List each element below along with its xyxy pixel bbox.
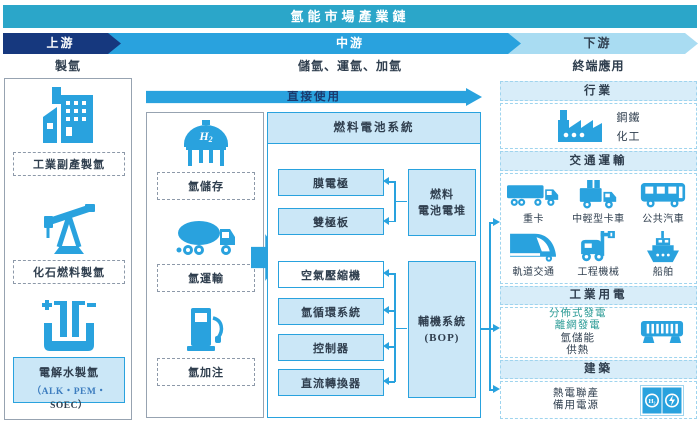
distributed-generation-label: 分佈式發電 (549, 307, 607, 319)
transport-item: 工程機械 (566, 230, 631, 284)
stub-line (489, 328, 494, 330)
fuel-dispenser-icon (147, 305, 265, 355)
arrow-to-dc-converter (383, 377, 389, 385)
hydrogen-storage-label: 氫儲存 (157, 172, 255, 200)
bop-box: 輔機系統 (BOP) (408, 261, 476, 398)
fuel-cell-system-panel: 燃料電池系統 膜電極 雙極板 燃料 電池電堆 空氣壓縮機 氫循環系統 控制器 直… (267, 112, 481, 418)
electrolyzer-icon (5, 293, 133, 357)
arrow-to-membrane (383, 177, 389, 185)
air-compressor-box: 空氣壓縮機 (278, 261, 384, 288)
bop-feed-line (395, 327, 407, 329)
chp-label: 熱電聯產 (553, 387, 599, 399)
ship-icon (645, 230, 681, 263)
generator-icon (640, 319, 684, 346)
upstream-band (3, 33, 121, 54)
dc-converter-box: 直流轉換器 (278, 369, 384, 396)
hydrogen-energy-storage-label: 氫儲能 (560, 332, 595, 344)
stub-line (389, 310, 395, 312)
electrolysis-title: 電解水製氫 (39, 367, 99, 379)
bop-connector-line (394, 273, 396, 382)
downstream-band (495, 33, 698, 54)
transport-item: 中輕型卡車 (566, 180, 631, 231)
production-panel: 工業副產製氫 化石燃料製氫 電解水製氫 (4, 78, 132, 420)
building-section: 熱電聯產 備用電源 H₂ (500, 381, 697, 419)
upstream-header: 製氫 (54, 59, 81, 73)
stub-line (389, 181, 395, 183)
page-title: 氫能市場產業鏈 (3, 5, 697, 28)
fuel-cell-system-title: 燃料電池系統 (268, 113, 480, 144)
power-units-icon: H₂ (640, 384, 684, 416)
box-truck-icon (578, 180, 618, 210)
arrow-to-industry-power-section (493, 324, 500, 332)
transport-section: 重卡 中輕型卡車 (500, 173, 697, 284)
oil-pump-icon (5, 197, 133, 257)
transport-item: 公共汽車 (631, 180, 696, 231)
downstream-header: 終端應用 (572, 59, 625, 73)
byproduct-hydrogen-label: 工業副產製氫 (13, 152, 125, 176)
forklift-icon (579, 230, 617, 263)
arrow-to-controller (383, 342, 389, 350)
stub-line (389, 220, 395, 222)
midstream-header: 儲氫、運氫、加氫 (297, 59, 402, 73)
industry-factory-icon (557, 110, 603, 142)
controller-box: 控制器 (278, 334, 384, 361)
transport-item: 軌道交通 (501, 231, 566, 284)
arrow-to-compressor (383, 269, 389, 277)
electrolysis-hydrogen-label: 電解水製氫 （ALK・PEM・SOEC） (13, 357, 125, 411)
bipolar-plate-box: 雙極板 (278, 208, 384, 235)
storage-transport-panel: H2 氫儲存 氫運輸 氫加注 (146, 112, 264, 418)
bus-icon (640, 180, 686, 210)
industrial-power-section: 分佈式發電 離網發電 氫儲能 供熱 (500, 307, 697, 358)
arrow-to-circulation (383, 306, 389, 314)
arrow-to-transport-section (493, 218, 500, 226)
heat-supply-label: 供熱 (566, 345, 590, 356)
building-section-header: 建築 (500, 360, 697, 379)
arrow-to-building-section (493, 385, 500, 393)
building-items: 熱電聯產 備用電源 (553, 388, 599, 413)
svg-text:H₂: H₂ (648, 398, 655, 405)
downstream-branch-line (489, 222, 491, 390)
electrolysis-subtypes: （ALK・PEM・SOEC） (31, 387, 107, 411)
heavy-truck-icon (507, 180, 559, 210)
stub-line (489, 222, 494, 224)
arrow-to-bipolar (383, 216, 389, 225)
off-grid-generation-label: 離網發電 (554, 320, 601, 331)
transport-item: 船舶 (631, 230, 696, 284)
hydrogen-circulation-box: 氫循環系統 (278, 298, 384, 325)
factory-icon (5, 85, 133, 145)
midstream-band (103, 33, 521, 54)
fuel-cell-stack-box: 燃料 電池電堆 (408, 169, 476, 236)
industrial-power-items: 分佈式發電 離網發電 氫儲能 供熱 (549, 308, 607, 358)
industry-item-chemical: 化工 (616, 130, 641, 143)
industry-section: 鋼鐵 化工 (500, 103, 697, 149)
upstream-band-label: 上游 (46, 36, 75, 50)
backup-power-label: 備用電源 (553, 400, 599, 411)
downstream-band-label: 下游 (583, 36, 612, 50)
tanker-truck-icon (147, 216, 265, 260)
direct-use-arrow: 直接使用 (146, 88, 482, 106)
hydrogen-transport-label: 氫運輸 (157, 264, 255, 292)
stack-feed-line (395, 200, 407, 202)
system-output-line (481, 328, 490, 330)
h2-tank-icon: H2 (147, 120, 265, 168)
fossil-hydrogen-label: 化石燃料製氫 (13, 260, 125, 284)
stub-line (389, 381, 395, 383)
transport-item: 重卡 (501, 180, 566, 231)
hydrogen-refueling-label: 氫加注 (157, 358, 255, 386)
industry-section-header: 行業 (500, 81, 697, 101)
industrial-power-section-header: 工業用電 (500, 286, 697, 305)
membrane-electrode-box: 膜電極 (278, 169, 384, 196)
stack-connector-line (394, 181, 396, 222)
industry-item-steel: 鋼鐵 (616, 111, 641, 124)
stub-line (389, 346, 395, 348)
stub-line (489, 389, 494, 391)
stub-line (389, 273, 395, 275)
train-icon (510, 231, 557, 263)
midstream-band-label: 中游 (335, 36, 364, 50)
transport-section-header: 交通運輸 (500, 151, 697, 171)
